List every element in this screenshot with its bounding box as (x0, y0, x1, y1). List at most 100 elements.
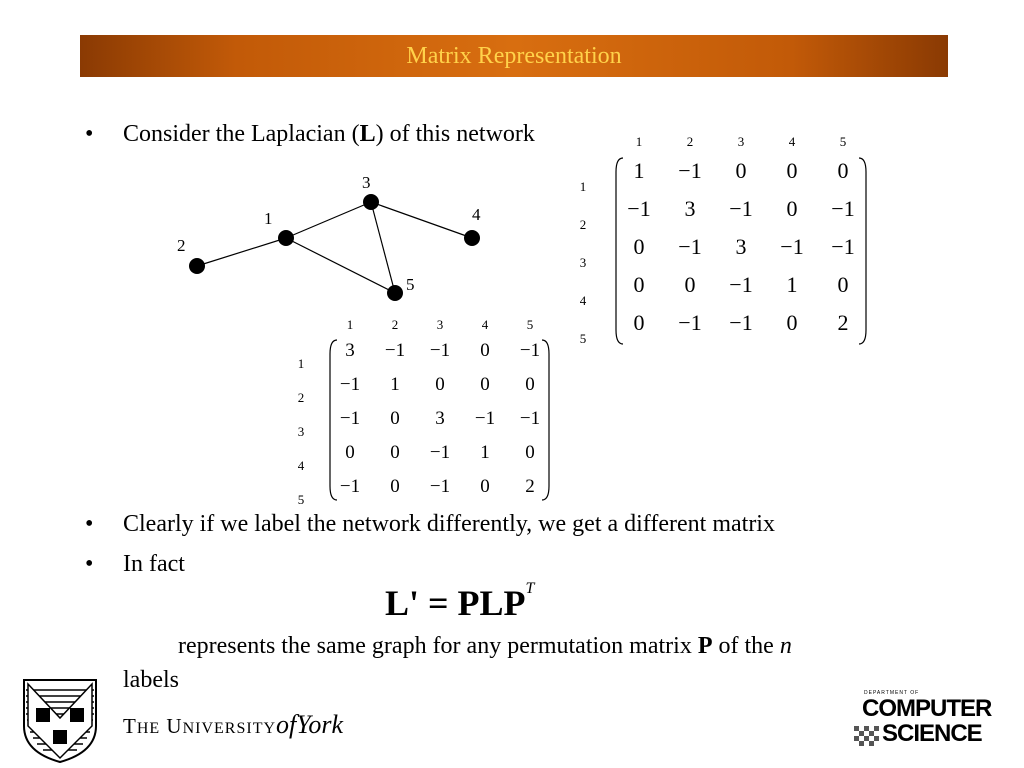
left-bracket (615, 157, 624, 345)
bullet-dot: • (85, 511, 94, 537)
matrix-cell: 0 (633, 272, 645, 297)
bullet-1-bold-L: L (359, 121, 376, 147)
continuation-text-2: of the (712, 633, 780, 659)
uni-the-cap: T (123, 714, 137, 738)
matrix-cell: 3 (684, 196, 696, 221)
graph-edge-1-3 (285, 201, 372, 239)
matrix-cell: −1 (831, 196, 855, 221)
matrix-cell: 1 (390, 374, 400, 395)
matrix-row-header: 3 (297, 424, 305, 439)
slide-title-bar: Matrix Representation (80, 35, 948, 77)
matrix-row-header: 5 (297, 492, 305, 507)
matrix-cell: 0 (435, 374, 445, 395)
matrix-cell: −1 (678, 158, 702, 183)
continuation-labels: labels (123, 667, 179, 693)
graph-node-2 (189, 258, 205, 274)
matrix-cell: −1 (474, 408, 496, 429)
matrix-cell: 0 (633, 234, 645, 259)
matrix-col-header: 5 (526, 317, 534, 332)
graph-edge-1-5 (285, 237, 396, 294)
university-shield-logo (23, 679, 97, 764)
uni-york: York (296, 710, 343, 739)
checker-pattern-icon (854, 726, 879, 746)
dept-word-computer: COMPUTER (862, 695, 992, 722)
graph-edge-3-5 (370, 201, 396, 294)
matrix-col-header: 3 (737, 134, 745, 149)
continuation-line-1: represents the same graph for any permut… (178, 633, 792, 660)
matrix-col-header: 2 (686, 134, 694, 149)
graph-edge-1-2 (196, 237, 287, 267)
matrix-cell: 3 (735, 234, 747, 259)
matrix-col-header: 4 (481, 317, 489, 332)
matrix-cell: 0 (786, 310, 798, 335)
matrix-cell: 1 (480, 442, 490, 463)
bullet-1: •Consider the Laplacian (L) of this netw… (85, 121, 535, 148)
bullet-3-text: In fact (123, 551, 185, 577)
matrix-cell: −1 (429, 340, 451, 361)
matrix-cell: −1 (339, 408, 361, 429)
matrix-row-header: 1 (579, 179, 587, 194)
matrix-cell: 0 (390, 442, 400, 463)
graph-node-label: 5 (406, 275, 415, 294)
computer-science-logo: DEPARTMENT OF COMPUTER SCIENCE (852, 690, 992, 752)
bullet-1-text-before: Consider the Laplacian ( (123, 121, 360, 147)
matrix-cell: 0 (786, 196, 798, 221)
graph-node-1 (278, 230, 294, 246)
matrix-cell: −1 (519, 408, 541, 429)
matrix-cell: 3 (345, 340, 355, 361)
graph-node-label: 3 (362, 173, 371, 192)
graph-edge-3-4 (370, 201, 473, 239)
matrix-cell: 0 (837, 158, 849, 183)
bullet-3: •In fact (85, 551, 185, 578)
graph-node-4 (464, 230, 480, 246)
left-bracket (329, 339, 338, 501)
continuation-line-2: labels (123, 667, 179, 694)
matrix-brackets (615, 157, 867, 345)
bullet-dot: • (85, 121, 94, 147)
matrix-cell: 0 (390, 408, 400, 429)
matrix-cell: 1 (633, 158, 645, 183)
matrix-row-header: 2 (579, 217, 587, 232)
matrix-row-header: 1 (297, 356, 305, 371)
uni-university-rest: NIVERSITY (182, 720, 277, 737)
right-bracket (541, 339, 550, 501)
matrix-cell: 0 (345, 442, 355, 463)
matrix-cell: 0 (837, 272, 849, 297)
matrix-cell: −1 (627, 196, 651, 221)
matrix-cell: 0 (735, 158, 747, 183)
formula-transpose: T (525, 580, 535, 597)
matrix-cell: −1 (678, 310, 702, 335)
matrix-cell: 2 (525, 476, 535, 497)
matrix-row-header: 4 (297, 458, 305, 473)
bullet-2-text: Clearly if we label the network differen… (123, 511, 775, 537)
matrix-row-header: 2 (297, 390, 305, 405)
graph-node-5 (387, 285, 403, 301)
continuation-bold-P: P (697, 633, 713, 659)
university-name: THE UNIVERSITYofYork (123, 710, 343, 740)
graph-node-label: 4 (472, 205, 481, 224)
matrix-cell: 3 (435, 408, 445, 429)
graph-node-label: 1 (264, 209, 273, 228)
matrix-col-header: 4 (788, 134, 796, 149)
uni-of: of (276, 710, 297, 739)
uni-university-cap: U (166, 714, 183, 738)
slide-title: Matrix Representation (406, 43, 622, 69)
matrix-cell: 0 (390, 476, 400, 497)
matrix-cell: 0 (480, 476, 490, 497)
matrix-cell: −1 (678, 234, 702, 259)
bullet-2: • Clearly if we label the network differe… (85, 511, 775, 538)
matrix-cell: 0 (525, 374, 535, 395)
permutation-formula: L' = PLPT (385, 580, 534, 624)
formula-main: L' = PLP (385, 583, 526, 623)
matrix-cell: −1 (429, 476, 451, 497)
matrix-col-header: 2 (391, 317, 399, 332)
matrix-cell: 0 (786, 158, 798, 183)
matrix-cell: −1 (780, 234, 804, 259)
matrix-row-header: 5 (579, 331, 587, 346)
matrix-cell: −1 (831, 234, 855, 259)
matrix-cell: 0 (480, 374, 490, 395)
dept-word-science: SCIENCE (882, 720, 983, 747)
matrix-cell: −1 (339, 476, 361, 497)
matrix-cell: −1 (339, 374, 361, 395)
